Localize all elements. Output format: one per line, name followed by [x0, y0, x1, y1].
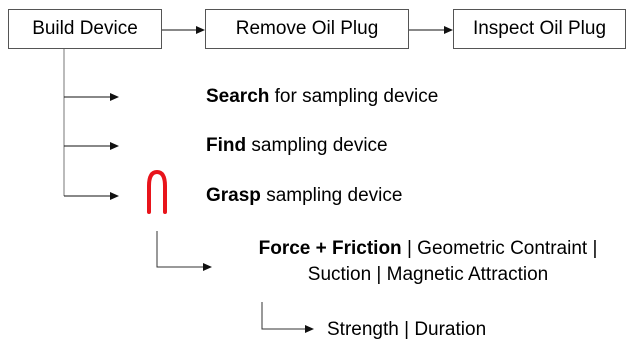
remove-oil-plug-label: Remove Oil Plug	[235, 18, 379, 39]
step-search-verb: Search	[206, 86, 270, 107]
step-find-verb: Find	[206, 135, 247, 156]
connector-grasp-to-forces	[156, 231, 212, 271]
forces-line-1: Force + Friction | Geometric Contraint |	[218, 236, 633, 262]
build-device-label: Build Device	[32, 18, 138, 39]
inspect-oil-plug-label: Inspect Oil Plug	[472, 18, 607, 39]
forces-detail: Force + Friction | Geometric Contraint |…	[218, 236, 633, 288]
step-search: Search for sampling device	[206, 86, 438, 108]
step-find-text: sampling device	[246, 135, 388, 156]
properties-detail: Strength | Duration	[327, 319, 487, 340]
step-grasp: Grasp sampling device	[206, 185, 402, 207]
connector-forces-to-strength	[261, 302, 314, 333]
step-grasp-verb: Grasp	[206, 185, 261, 206]
forces-primary: Force + Friction	[258, 238, 402, 259]
grasp-icon	[147, 169, 167, 214]
forces-line-2: Suction | Magnetic Attraction	[307, 264, 549, 285]
inspect-oil-plug-box: Inspect Oil Plug	[453, 9, 626, 49]
build-device-box: Build Device	[8, 9, 162, 49]
remove-oil-plug-box: Remove Oil Plug	[205, 9, 409, 49]
step-search-text: for sampling device	[269, 86, 439, 107]
step-grasp-text: sampling device	[260, 185, 403, 206]
forces-line-1-rest: | Geometric Contraint |	[401, 238, 598, 259]
step-find: Find sampling device	[206, 135, 388, 157]
